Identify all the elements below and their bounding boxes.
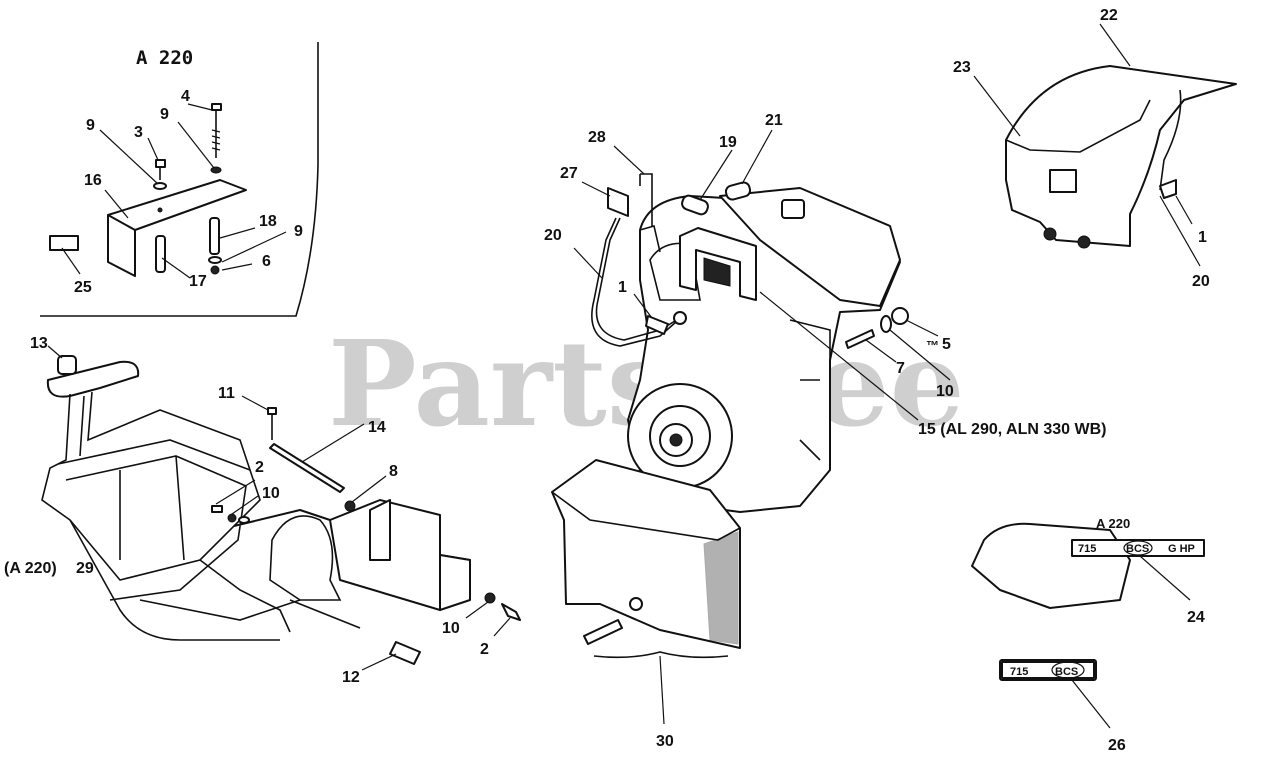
- shroud-window: [1049, 169, 1077, 193]
- callout-29-note: (A 220): [4, 560, 57, 577]
- bolt-part-4: [210, 103, 222, 174]
- callout-10-c: 10: [936, 383, 954, 400]
- leader-22: [1099, 23, 1131, 67]
- decal-24-suffix: G HP: [1168, 543, 1195, 555]
- fuel-cap: [781, 199, 805, 219]
- mount-bracket-part-8: [233, 499, 471, 629]
- bracket-part-15: [679, 227, 757, 301]
- callout-26: 26: [1108, 737, 1126, 754]
- callout-3: 3: [134, 124, 143, 141]
- watermark-trademark: ™: [926, 338, 939, 353]
- nut-part-5: [891, 307, 909, 325]
- decal-part-26: 715 BCS: [999, 659, 1111, 729]
- callout-9-b: 9: [160, 106, 169, 123]
- shroud-part-22: [1005, 65, 1237, 249]
- callout-labels: 9 3 9 4 16 18 9 6 17 25 13 11 14 2 8 10 …: [4, 7, 1210, 754]
- callout-11: 11: [218, 385, 235, 402]
- callout-5: 5: [942, 336, 951, 353]
- spark-plug-cap-part-21: [724, 129, 773, 201]
- callout-20-a: 20: [544, 227, 562, 244]
- nut-part-6: [210, 265, 220, 275]
- decal-24-brand: BCS: [1126, 543, 1149, 555]
- sticker-part-25: [49, 235, 79, 251]
- pin-part-18: [209, 217, 220, 255]
- bolt-part-11: [241, 395, 277, 440]
- pin-part-17: [155, 235, 166, 273]
- leader-23: [973, 75, 1021, 137]
- decal-26-brand: BCS: [1055, 666, 1078, 678]
- bolt-part-3: [153, 159, 167, 213]
- decal-24-model: 715: [1078, 543, 1096, 555]
- decal-26-model: 715: [1010, 666, 1028, 678]
- plug-part-13: [47, 345, 77, 375]
- inset-title: A 220: [136, 47, 193, 69]
- bolt-part-2-left: [211, 479, 259, 524]
- callout-13: 13: [30, 335, 48, 352]
- decal-24-plate: [1071, 539, 1205, 557]
- callout-17: 17: [189, 273, 207, 290]
- callout-29: 29: [76, 560, 94, 577]
- wire-part-20-center: [573, 217, 687, 347]
- callout-16: 16: [84, 172, 102, 189]
- callout-2-b: 2: [480, 641, 489, 658]
- nut-part-8: [344, 500, 356, 512]
- rod-part-14: [269, 423, 365, 493]
- washer-part-9: [208, 256, 222, 264]
- callout-23: 23: [953, 59, 971, 76]
- callout-4: 4: [181, 88, 190, 105]
- callout-2-a: 2: [255, 459, 264, 476]
- callout-1-mid: 1: [618, 279, 627, 296]
- callout-22: 22: [1100, 7, 1118, 24]
- callout-18: 18: [259, 213, 277, 230]
- decal-part-24: 715 BCS G HP A 220: [971, 516, 1205, 609]
- spark-plug-cap-part-19: [681, 149, 733, 216]
- wire-part-20-right: [1159, 89, 1201, 267]
- stud-part-7: [845, 329, 897, 363]
- callout-19: 19: [719, 134, 737, 151]
- callout-6: 6: [262, 253, 271, 270]
- decal-24-label: A 220: [1096, 516, 1130, 531]
- callout-14: 14: [368, 419, 386, 436]
- callout-20-b: 20: [1192, 273, 1210, 290]
- callout-10-a: 10: [262, 485, 280, 502]
- washer-part-10-engine: [880, 315, 892, 333]
- callout-21: 21: [765, 112, 783, 129]
- callout-12: 12: [342, 669, 360, 686]
- callout-9-a: 9: [86, 117, 95, 134]
- callout-30: 30: [656, 733, 674, 750]
- callout-7: 7: [896, 360, 905, 377]
- bracket-part-16: [107, 179, 247, 231]
- clip-part-28: [613, 145, 653, 226]
- callout-15: 15 (AL 290, ALN 330 WB): [918, 421, 1107, 438]
- bolt-part-2-right: [465, 592, 521, 637]
- muffler-part-30: [551, 459, 741, 725]
- bolt-part-12: [361, 641, 421, 671]
- bracket-part-16-side: [107, 214, 136, 277]
- callout-1-tr: 1: [1198, 229, 1207, 246]
- callout-24: 24: [1187, 609, 1205, 626]
- callout-10-b: 10: [442, 620, 460, 637]
- callout-28: 28: [588, 129, 606, 146]
- callout-27: 27: [560, 165, 578, 182]
- handlebar-frame-part-29: [41, 360, 301, 641]
- inset-a220: A 220: [40, 42, 319, 317]
- inset-border: [40, 42, 319, 317]
- connector-part-27: [581, 181, 629, 217]
- callout-25: 25: [74, 279, 92, 296]
- connector-part-1-center: [633, 293, 669, 335]
- callout-8: 8: [389, 463, 398, 480]
- callout-9-c: 9: [294, 223, 303, 240]
